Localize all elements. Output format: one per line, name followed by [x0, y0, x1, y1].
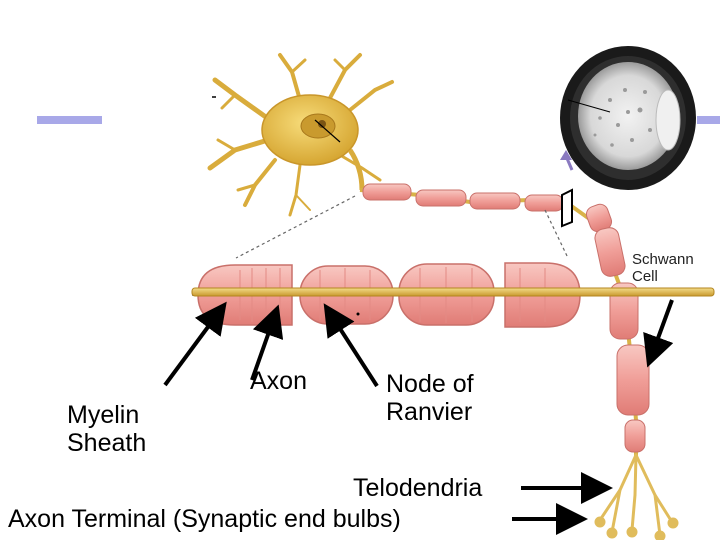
myelin-sheath-label-line2: Sheath: [67, 429, 147, 457]
axon-label: Axon: [250, 367, 307, 395]
axon-terminal-branches: [594, 453, 679, 540]
schwann-cell-label: Schwann Cell: [632, 251, 694, 286]
accent-bar-right: [697, 116, 720, 124]
axon-terminal-label: Axon Terminal (Synaptic end bulbs): [8, 505, 401, 533]
myelin-sheath-label: Myelin Sheath: [67, 401, 146, 457]
arrow-schwann: [643, 299, 674, 368]
node-of-ranvier-label-line2: Ranvier: [386, 398, 473, 426]
schwann-cross-section: [560, 46, 696, 190]
section-mark: [561, 188, 573, 228]
descending-axon: [585, 203, 650, 460]
arrow-myelin: [163, 301, 227, 387]
schwann-cell-label-line1: Schwann: [632, 251, 694, 268]
dendrites: [207, 53, 394, 217]
annotation-arrows: [163, 299, 674, 535]
enlarged-axon-segment: [191, 262, 715, 328]
node-of-ranvier-label-line1: Node of: [386, 370, 474, 398]
node-of-ranvier-label: Node of Ranvier: [386, 370, 474, 426]
zoom-lines: [235, 195, 569, 259]
schwann-cell-label-line2: Cell: [632, 267, 658, 285]
telodendria-label: Telodendria: [353, 474, 483, 502]
upper-axon: [359, 183, 600, 227]
myelin-sheath-label-line1: Myelin: [67, 401, 140, 429]
arrow-axon: [250, 304, 284, 381]
accent-bar-left: [37, 116, 102, 124]
nucleus: [300, 113, 336, 139]
arrow-node: [323, 303, 379, 388]
